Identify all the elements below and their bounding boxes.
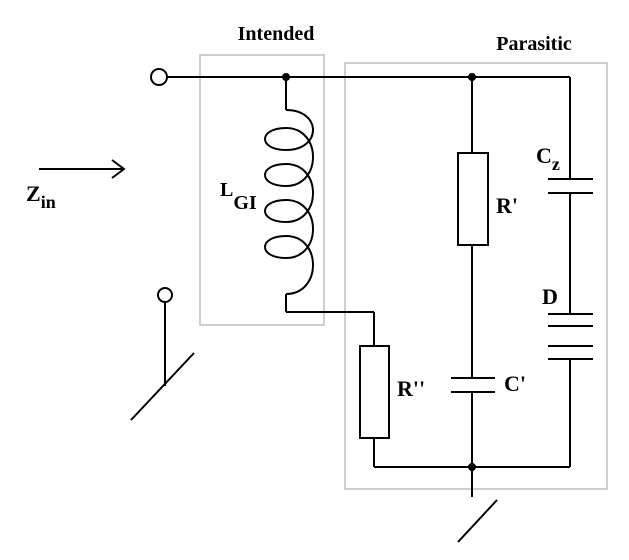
ground-symbol-left — [130, 352, 195, 421]
lgi-label: LGI — [220, 179, 257, 214]
cz-main: C — [536, 143, 552, 168]
d-label: D — [542, 284, 558, 309]
cz-label: Cz — [536, 143, 560, 174]
zin-label: Zin — [26, 181, 56, 212]
r-double-prime-label: R'' — [397, 376, 425, 401]
intended-label: Intended — [238, 23, 315, 45]
resistor-r-prime — [457, 152, 489, 246]
cz-subscript: z — [552, 154, 560, 174]
junction-dot — [468, 73, 476, 81]
lgi-main: L — [220, 179, 233, 201]
capacitor-cz — [548, 178, 593, 194]
r-prime-label: R' — [496, 193, 518, 218]
inductor-lgi — [264, 77, 375, 346]
parasitic-box — [344, 62, 608, 490]
resistor-r-double-prime — [359, 345, 390, 439]
lgi-subscript: GI — [233, 192, 257, 214]
ground-symbol-right — [457, 499, 498, 543]
junction-dot — [282, 73, 290, 81]
zin-main: Z — [26, 181, 41, 206]
ground-terminal — [157, 287, 173, 303]
junction-dot — [468, 463, 476, 471]
intended-box — [199, 54, 325, 326]
input-terminal — [150, 68, 168, 86]
element-d — [548, 313, 593, 360]
parasitic-label: Parasitic — [496, 33, 572, 55]
c-prime-label: C' — [504, 371, 526, 396]
zin-subscript: in — [41, 192, 56, 212]
capacitor-c-prime — [451, 377, 495, 393]
zin-arrow — [39, 159, 126, 179]
